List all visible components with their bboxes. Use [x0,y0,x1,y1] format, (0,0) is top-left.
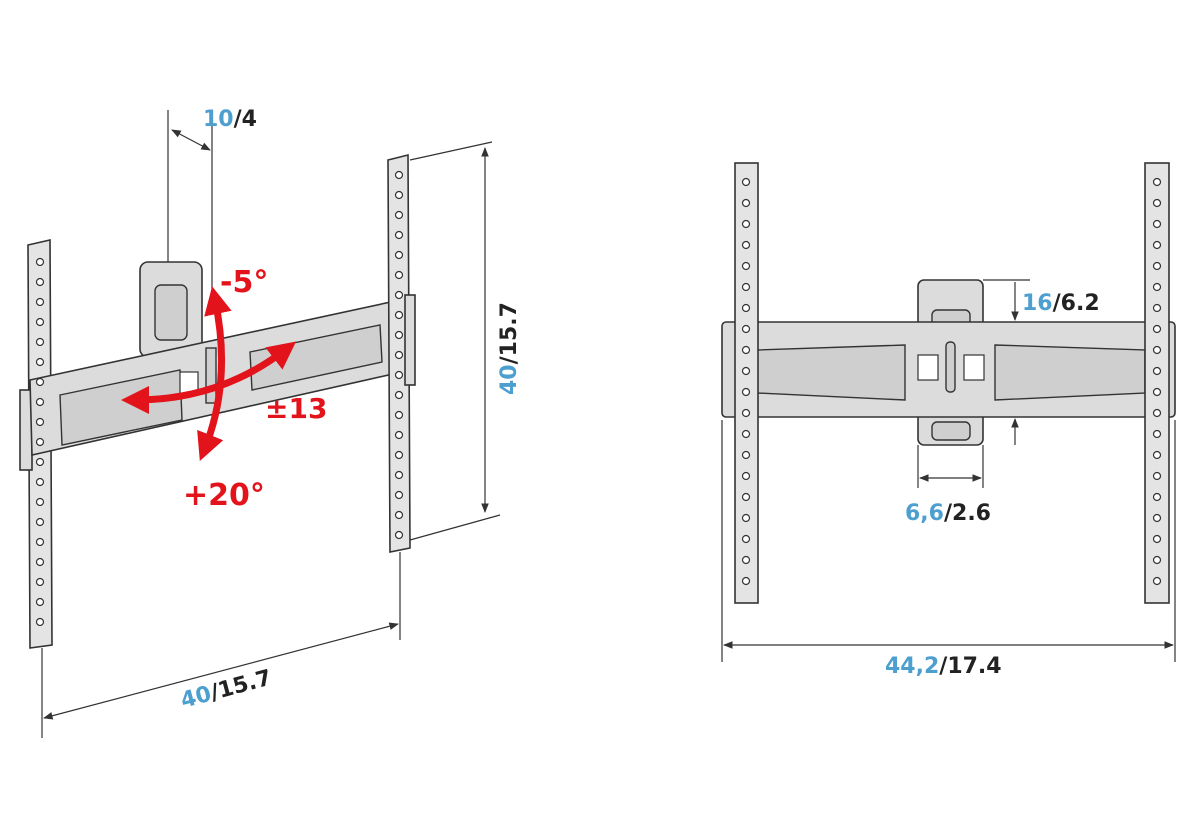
front-view: 16/6.2 6,6/2.6 44,2/17.4 [721,162,1176,679]
rail-hole [1152,324,1162,334]
rail-hole [394,530,404,540]
rail-hole [1152,429,1162,439]
rail-hole [741,534,751,544]
rail-hole [394,370,404,380]
rail-hole [1152,219,1162,229]
rail-hole [1152,450,1162,460]
rail-hole [394,350,404,360]
rail-hole [394,290,404,300]
arm-width-label: 6,6/2.6 [905,501,991,526]
rail-hole [35,277,45,287]
rail-hole [394,210,404,220]
right-rail [1144,162,1170,604]
tilt-up-label: -5° [220,265,268,300]
rail-hole [35,557,45,567]
rail-hole [394,430,404,440]
rail-hole [394,330,404,340]
rail-hole [741,303,751,313]
rail-hole [35,397,45,407]
rail-hole [741,576,751,586]
rail-hole [35,377,45,387]
rail-hole [741,345,751,355]
arm-offset-label: 16/6.2 [1022,291,1100,316]
rail-hole [1152,471,1162,481]
rail-hole [1152,492,1162,502]
rail-hole [1152,303,1162,313]
rail-hole [394,510,404,520]
rail-hole [35,477,45,487]
rail-hole [394,230,404,240]
height-dimension-label: 40/15.7 [497,302,522,395]
rail-hole [741,198,751,208]
angled-view: 10/4 40/15.7 40/15.7 -5° +20° ±13 [19,107,522,738]
rail-hole [35,617,45,627]
rail-hole [741,471,751,481]
rail-hole [1152,555,1162,565]
rail-hole [35,497,45,507]
total-width-label: 44,2/17.4 [885,654,1002,679]
depth-dimension-label: 10/4 [203,107,257,132]
rail-hole [1152,240,1162,250]
rail-hole [741,219,751,229]
rail-hole [1152,513,1162,523]
rail-hole [394,190,404,200]
rail-hole [394,450,404,460]
rail-hole [741,555,751,565]
rail-hole [394,490,404,500]
swivel-label: ±13 [265,392,327,425]
swivel-arrow [121,341,297,414]
rail-hole [394,170,404,180]
rail-hole [741,387,751,397]
rail-hole [35,457,45,467]
rail-hole [35,417,45,427]
rail-hole [394,270,404,280]
rail-hole [741,177,751,187]
rail-hole [741,324,751,334]
left-rail [734,162,759,604]
rail-hole [741,513,751,523]
tilt-down-label: +20° [183,478,265,513]
rail-hole [35,597,45,607]
rail-hole [35,537,45,547]
rail-hole [35,297,45,307]
rail-hole [741,408,751,418]
rail-hole [741,492,751,502]
rail-hole [741,261,751,271]
rail-hole [741,282,751,292]
rail-hole [1152,198,1162,208]
rail-hole [35,577,45,587]
rail-hole [1152,576,1162,586]
rail-hole [394,410,404,420]
rail-hole [394,250,404,260]
rail-hole [741,240,751,250]
rail-hole [741,450,751,460]
rail-hole [35,517,45,527]
rail-hole [1152,282,1162,292]
rail-hole [35,337,45,347]
rail-hole [35,357,45,367]
rail-hole [1152,345,1162,355]
rail-hole [35,317,45,327]
rail-hole [741,366,751,376]
rail-hole [1152,534,1162,544]
rail-hole [1152,387,1162,397]
rail-hole [1152,366,1162,376]
rail-hole [394,310,404,320]
width-dimension-label: 40/15.7 [178,666,274,714]
rail-hole [35,257,45,267]
rail-hole [1152,177,1162,187]
rail-hole [394,470,404,480]
rail-hole [741,429,751,439]
rail-hole [394,390,404,400]
rail-hole [1152,261,1162,271]
rail-hole [1152,408,1162,418]
rail-hole [35,437,45,447]
